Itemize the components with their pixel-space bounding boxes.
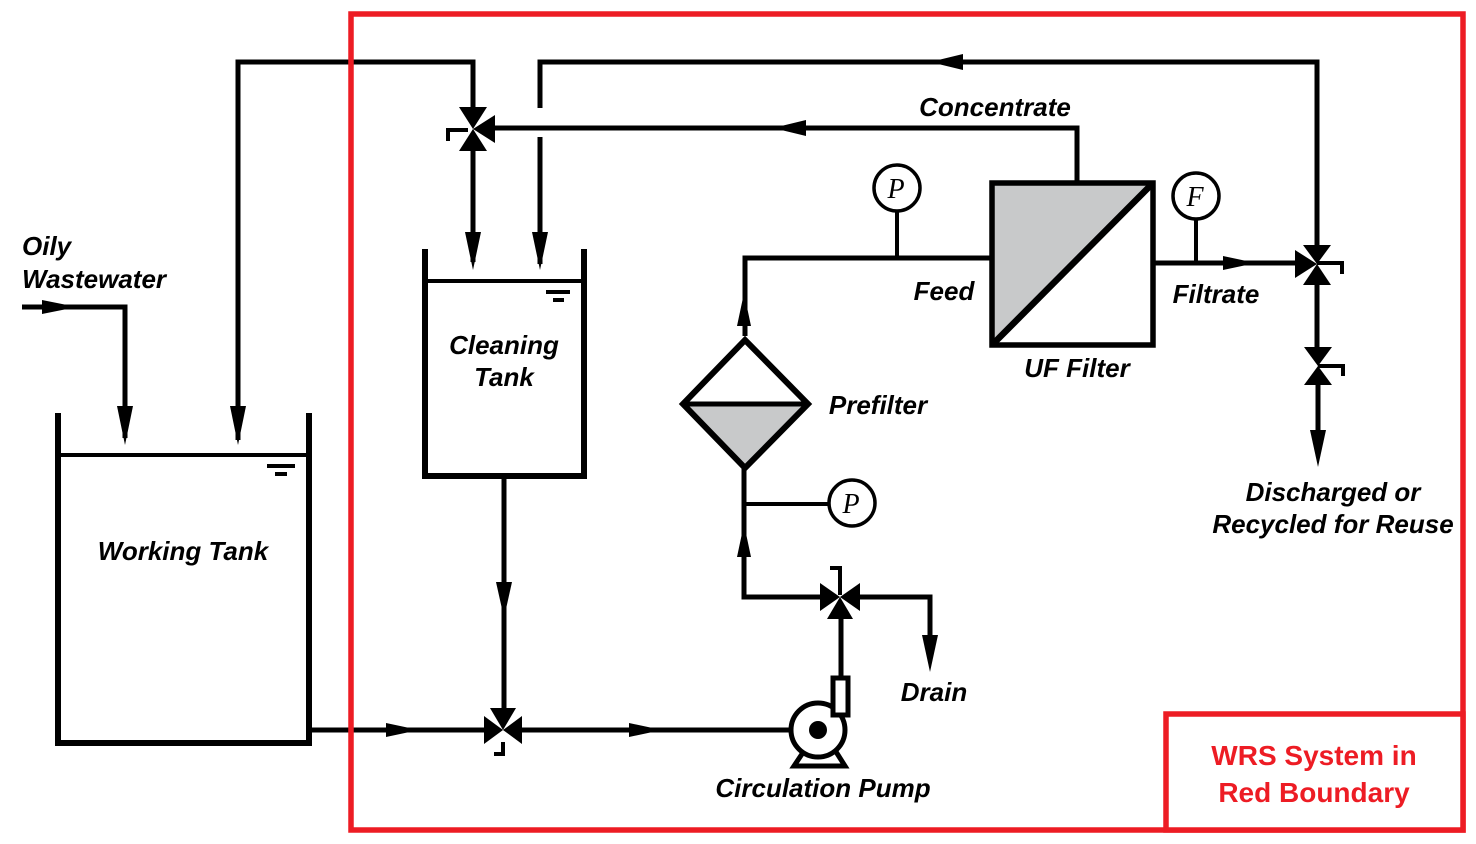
prefilter-label: Prefilter <box>829 390 929 420</box>
valve-triangle <box>473 115 495 143</box>
oily-wastewater-label-line2: Wastewater <box>22 264 168 294</box>
wrs-boundary <box>348 11 1466 833</box>
working-tank-shell <box>55 413 312 746</box>
valve-triangle <box>1303 245 1331 264</box>
filtrate-label: Filtrate <box>1173 279 1260 309</box>
pump-discharge-nozzle <box>830 675 851 718</box>
uf-filter-body <box>989 180 1156 348</box>
cleaning-tank <box>422 249 587 479</box>
valve-triangle <box>490 708 516 730</box>
prefilter-media-fill <box>683 404 808 468</box>
discharge-label-line2: Recycled for Reuse <box>1212 509 1453 539</box>
uf-filter-membrane-diagonal <box>989 180 1156 348</box>
pipe-return-to-working-tank <box>235 59 476 440</box>
arrow-into-working-tank-2 <box>230 406 246 445</box>
pipe-drain-line <box>860 594 933 640</box>
pipe-valve-to-prefilter <box>741 468 820 600</box>
feed-pressure-gauge: P <box>872 163 922 213</box>
pump-suction-three-way-valve <box>484 708 522 744</box>
flow-arrows <box>42 54 1326 737</box>
arrow-working-outlet <box>386 723 419 737</box>
arrow-discharge <box>1310 430 1326 467</box>
valve-triangle <box>1304 366 1332 385</box>
discharge-label-line1: Discharged or <box>1246 477 1423 507</box>
pipe-concentrate-line <box>495 125 1080 183</box>
arrow-drain <box>922 635 938 672</box>
arrow-return-top <box>930 54 963 70</box>
valve-triangle <box>827 597 853 619</box>
cleaning-tank-label-line2: Tank <box>474 362 535 392</box>
text-labels: Oily Wastewater Working Tank Cleaning Ta… <box>22 92 1454 803</box>
valve-triangle <box>459 107 487 129</box>
arrow-into-cleaning-tank-1 <box>465 232 481 270</box>
suction-valve-handle <box>494 742 505 756</box>
arrow-prefilter-to-feed <box>737 293 751 326</box>
arrow-to-pump <box>629 723 662 737</box>
gauge-letter: F <box>1185 182 1204 213</box>
valve-triangle <box>1303 264 1331 285</box>
arrow-oily-inlet <box>42 300 77 314</box>
discharge-isolation-valve <box>1304 347 1332 385</box>
arrow-into-cleaning-tank-2 <box>532 232 548 270</box>
working-tank-label: Working Tank <box>98 536 270 566</box>
cleaning-tank-level-mark <box>546 290 570 302</box>
gauge-letter: P <box>886 174 904 205</box>
discharge-valve-handle <box>1318 364 1345 376</box>
valve-triangle <box>1295 250 1317 278</box>
arrow-concentrate <box>773 120 806 136</box>
wrs-legend-line2: Red Boundary <box>1218 777 1410 808</box>
drain-three-way-valve <box>820 583 860 619</box>
valve-triangle <box>840 583 860 611</box>
valve-triangle <box>459 129 487 151</box>
circulation-pump-label: Circulation Pump <box>715 773 930 803</box>
working-tank-level-mark <box>267 464 295 476</box>
valve-triangle <box>1304 347 1332 366</box>
pipe-oily-wastewater-inlet <box>22 304 128 438</box>
cleaning-tank-shell <box>422 249 587 479</box>
concentrate-valve-handle <box>446 128 468 141</box>
feed-label: Feed <box>914 276 976 306</box>
arrow-up-to-prefilter <box>737 524 751 557</box>
piping <box>22 59 1345 756</box>
pipe-filtrate-return-top <box>537 59 1320 245</box>
pump-hub <box>809 721 827 739</box>
concentrate-label: Concentrate <box>919 92 1071 122</box>
arrow-cleaning-outlet <box>496 582 512 618</box>
valve-triangle <box>484 716 503 744</box>
valve-triangle <box>503 716 522 744</box>
prefilter-pressure-gauge: P <box>827 478 877 528</box>
circulation-pump <box>788 675 851 769</box>
valve-triangle <box>820 583 840 611</box>
working-tank <box>55 413 312 746</box>
drain-label: Drain <box>901 677 967 707</box>
prefilter <box>678 335 813 473</box>
prefilter-body <box>678 335 813 473</box>
concentrate-three-way-valve <box>459 107 495 151</box>
uf-filter <box>989 180 1156 348</box>
filtrate-valve-handle <box>1317 261 1344 274</box>
oily-wastewater-label-line1: Oily <box>22 231 73 261</box>
arrow-filtrate <box>1223 256 1256 270</box>
filtrate-flow-gauge: F <box>1171 171 1221 221</box>
gauge-circle <box>827 478 877 528</box>
gauge-letter: P <box>841 489 859 520</box>
cleaning-tank-label-line1: Cleaning <box>449 330 559 360</box>
gauge-circle <box>1171 171 1221 221</box>
wrs-legend-box: WRS System in Red Boundary <box>1163 711 1466 833</box>
arrow-into-working-tank-1 <box>117 406 133 445</box>
wrs-legend-line1: WRS System in <box>1211 740 1416 771</box>
filtrate-three-way-valve <box>1295 245 1331 285</box>
drain-valve-handle <box>830 566 842 595</box>
gauge-circle <box>872 163 922 213</box>
uf-filter-label: UF Filter <box>1024 353 1131 383</box>
wrs-legend-rect <box>1163 711 1466 833</box>
